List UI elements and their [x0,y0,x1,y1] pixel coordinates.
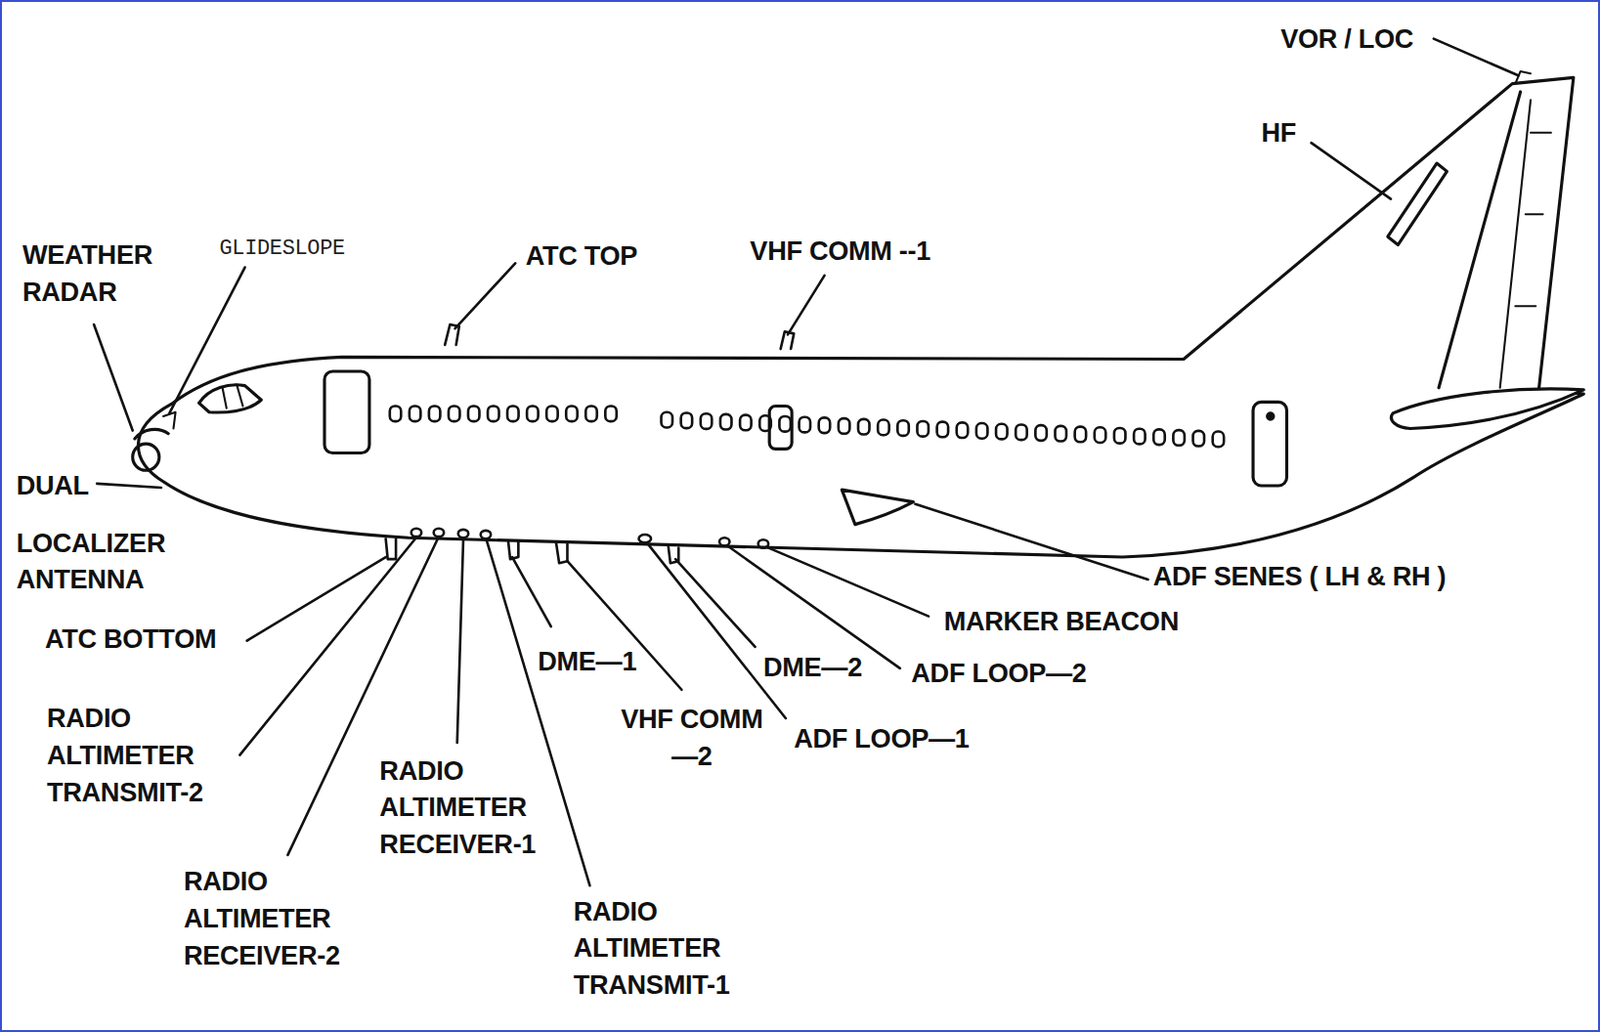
antenna-label: DME—1 [537,643,637,681]
antenna-label: VOR / LOC [1280,20,1414,58]
antenna-label: RADIO ALTIMETER TRANSMIT-1 [573,893,779,1004]
antenna-label: RADIO ALTIMETER RECEIVER-1 [379,751,584,863]
antenna-label: DME—2 [763,648,863,687]
antenna-label: RADIO ALTIMETER RECEIVER-2 [183,863,389,974]
antenna-label: ADF LOOP—1 [793,720,969,758]
antenna-label: ATC BOTTOM [44,620,217,658]
antenna-label: RADIO ALTIMETER TRANSMIT-2 [46,699,252,811]
antenna-label: WEATHER RADAR [22,236,176,310]
antenna-label: MARKER BEACON [944,603,1179,641]
antenna-label: ADF SENES ( LH & RH ) [1153,558,1447,596]
antenna-label: HF [1260,114,1297,152]
antenna-label: GLIDESLOPE [218,230,345,268]
antenna-label: ADF LOOP—2 [910,654,1086,692]
antenna-label: VHF COMM—2 [609,700,774,775]
antenna-label: DUAL [16,467,89,505]
antenna-label: VHF COMM --1 [749,232,931,270]
antenna-label: ATC TOP [525,237,638,275]
antenna-label: LOCALIZER ANTENNA [16,524,196,599]
